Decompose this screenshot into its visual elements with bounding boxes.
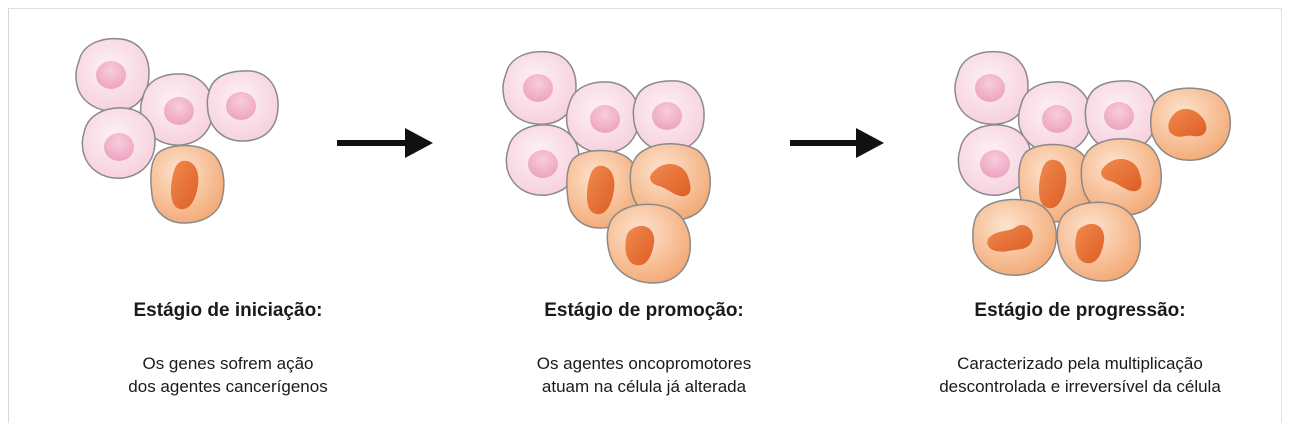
- altered-cell: [1056, 201, 1142, 282]
- normal-cell: [565, 81, 640, 154]
- normal-cell: [1017, 81, 1092, 154]
- diagram-frame: [8, 8, 1282, 423]
- stage-description-progression: Caracterizado pela multiplicação descont…: [880, 352, 1280, 398]
- normal-cell: [139, 73, 214, 146]
- normal-cell: [502, 50, 577, 125]
- normal-cell: [75, 37, 150, 112]
- altered-cell: [1149, 87, 1232, 161]
- normal-cell: [957, 124, 1032, 196]
- altered-cell: [1080, 138, 1162, 217]
- altered-cell: [150, 144, 225, 224]
- description-line: Os agentes oncopromotores: [536, 354, 752, 373]
- description-line: Caracterizado pela multiplicação: [957, 354, 1203, 373]
- normal-cell: [81, 107, 156, 179]
- altered-cell: [629, 143, 711, 222]
- stage-description-promotion: Os agentes oncopromotores atuam na célul…: [444, 352, 844, 398]
- description-line: Os genes sofrem ação: [142, 354, 314, 373]
- altered-cell: [971, 198, 1057, 276]
- description-line: atuam na célula já alterada: [541, 377, 747, 396]
- normal-cell: [206, 70, 279, 142]
- stage-title-progression: Estágio de progressão:: [974, 300, 1186, 321]
- initiation-cell-cluster: [75, 37, 279, 224]
- altered-cell: [606, 203, 692, 284]
- arrow-head: [405, 128, 433, 158]
- altered-cell: [566, 149, 641, 229]
- stage-description-initiation: Os genes sofrem ação dos agentes cancerí…: [28, 352, 428, 398]
- stage-title-initiation: Estágio de iniciação:: [133, 300, 323, 321]
- normal-cell: [1084, 80, 1157, 152]
- arrow-head: [856, 128, 884, 158]
- progression-cell-cluster: [954, 50, 1232, 282]
- promotion-cell-cluster: [502, 50, 711, 284]
- normal-cell: [954, 50, 1029, 125]
- normal-cell: [505, 124, 580, 196]
- stage-title-promotion: Estágio de promoção:: [544, 300, 744, 321]
- description-line: dos agentes cancerígenos: [128, 377, 328, 396]
- normal-cell: [632, 80, 705, 152]
- description-line: descontrolada e irreversível da célula: [939, 377, 1221, 396]
